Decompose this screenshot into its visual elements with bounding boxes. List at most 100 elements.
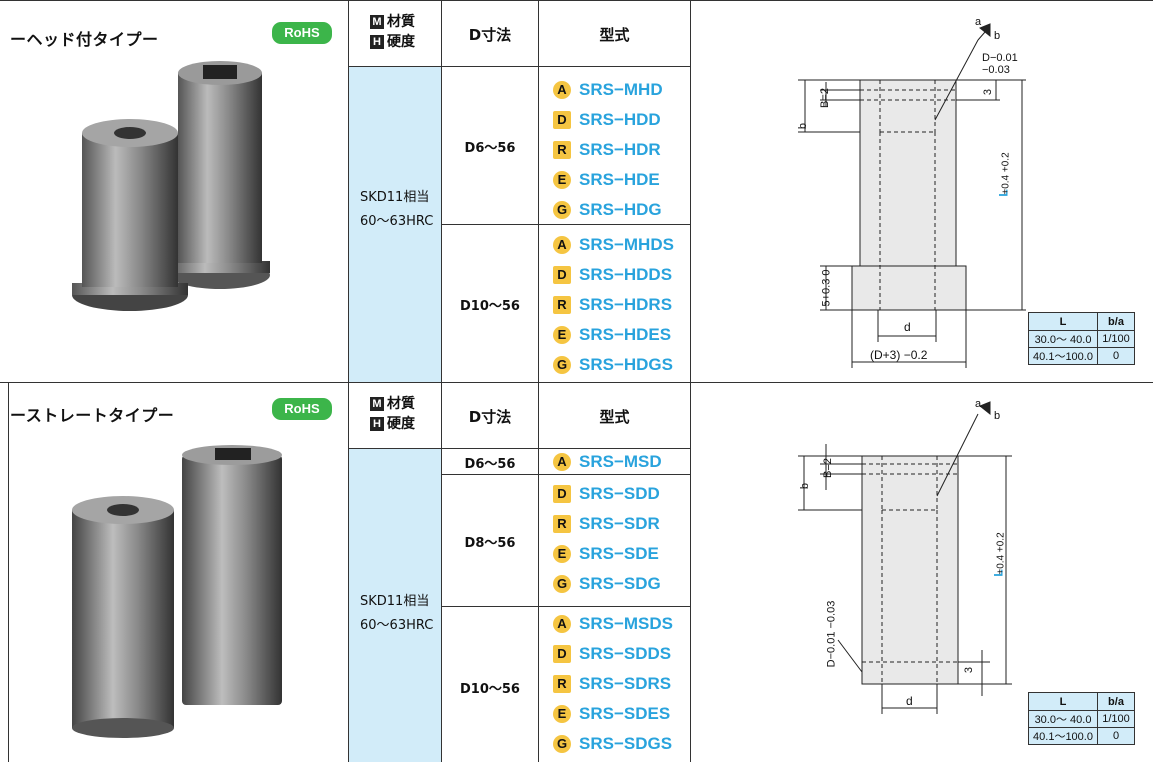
d-tolerance: D−0.01−0.03 <box>982 52 1018 76</box>
type-badge-icon: D <box>553 111 571 129</box>
grid-line <box>441 224 690 225</box>
b2-dim: B=2 <box>818 88 831 108</box>
type-badge-icon: E <box>553 326 571 344</box>
type-badge-icon: D <box>553 266 571 284</box>
type-badge-icon: R <box>553 296 571 314</box>
tolerance-cell: 40.1〜100.0 <box>1028 727 1098 745</box>
tolerance-header: L <box>1028 692 1098 711</box>
material-spec: SKD11相当 60〜63HRC <box>360 190 434 229</box>
pin-body <box>861 455 959 685</box>
type-badge-icon: A <box>553 236 571 254</box>
type-badge-icon: E <box>553 545 571 563</box>
grid-line <box>441 606 690 607</box>
b-label: b <box>994 410 1001 422</box>
dim-range: D6〜56 <box>464 457 516 472</box>
tolerance-cell: 40.1〜100.0 <box>1028 347 1098 365</box>
dim-range: D10〜56 <box>460 299 520 314</box>
material-cell <box>349 67 441 382</box>
section-title: ーストレートタイプー <box>10 406 175 425</box>
material-key-icon: M <box>370 15 384 29</box>
b-dim: b <box>799 482 812 490</box>
type-badge-icon: A <box>553 81 571 99</box>
material-spec: SKD11相当 60〜63HRC <box>360 594 434 633</box>
grid-line <box>0 382 1153 383</box>
dim-range: D10〜56 <box>460 682 520 697</box>
rohs-badge: RoHS <box>272 22 332 44</box>
d-label: d <box>904 320 911 334</box>
grid-line <box>348 66 690 67</box>
rohs-badge: RoHS <box>272 398 332 420</box>
grid-line <box>0 0 1153 1</box>
straight-type-product-photo <box>72 445 282 738</box>
five-dim: 5+0.3 0 <box>820 269 833 307</box>
section-title: ーヘッド付タイプー <box>10 30 159 49</box>
b2-dim: B=2 <box>821 458 834 478</box>
tolerance-header: b/a <box>1097 312 1135 331</box>
type-badge-icon: G <box>553 201 571 219</box>
tolerance-cell: 0 <box>1097 727 1135 745</box>
b-label: b <box>994 30 1001 42</box>
model-header: 型式 <box>599 408 630 426</box>
head-type-drawing <box>798 23 1026 368</box>
material-cell <box>349 449 441 762</box>
type-badge-icon: G <box>553 735 571 753</box>
type-badge-icon: A <box>553 453 571 471</box>
tolerance-cell: 1/100 <box>1097 710 1135 728</box>
dim-range: D8〜56 <box>464 536 516 551</box>
material-key-icon: M <box>370 397 384 411</box>
b-dim: b <box>797 122 810 130</box>
l-tolerance: +0.4 +0.2 <box>995 532 1007 575</box>
tolerance-header: L <box>1028 312 1098 331</box>
hardness-key-icon: H <box>370 417 384 431</box>
type-badge-icon: G <box>553 575 571 593</box>
a-label: a <box>975 398 982 410</box>
type-badge-icon: E <box>553 171 571 189</box>
d-tolerance: D−0.01 −0.03 <box>825 600 838 668</box>
type-badge-icon: E <box>553 705 571 723</box>
type-badge-icon: R <box>553 515 571 533</box>
tolerance-header: b/a <box>1097 692 1135 711</box>
head-type-product-photo <box>72 61 270 311</box>
type-badge-icon: A <box>553 615 571 633</box>
grid-line <box>690 0 691 762</box>
type-badge-icon: R <box>553 675 571 693</box>
l-tolerance: +0.4 +0.2 <box>1000 152 1012 195</box>
tolerance-cell: 30.0〜 40.0 <box>1028 710 1098 728</box>
head-dim: (D+3) −0.2 <box>870 348 928 362</box>
model-header: 型式 <box>599 26 630 44</box>
type-badge-icon: D <box>553 485 571 503</box>
grid-line <box>348 448 690 449</box>
type-badge-icon: R <box>553 141 571 159</box>
grid-line <box>441 474 690 475</box>
dim-header: D寸法 <box>468 408 512 426</box>
straight-type-drawing <box>798 401 1012 714</box>
tolerance-cell: 1/100 <box>1097 330 1135 348</box>
tolerance-cell: 30.0〜 40.0 <box>1028 330 1098 348</box>
grid-line <box>441 0 442 762</box>
three-dim: 3 <box>963 666 976 674</box>
grid-line <box>538 0 539 762</box>
type-badge-icon: G <box>553 356 571 374</box>
